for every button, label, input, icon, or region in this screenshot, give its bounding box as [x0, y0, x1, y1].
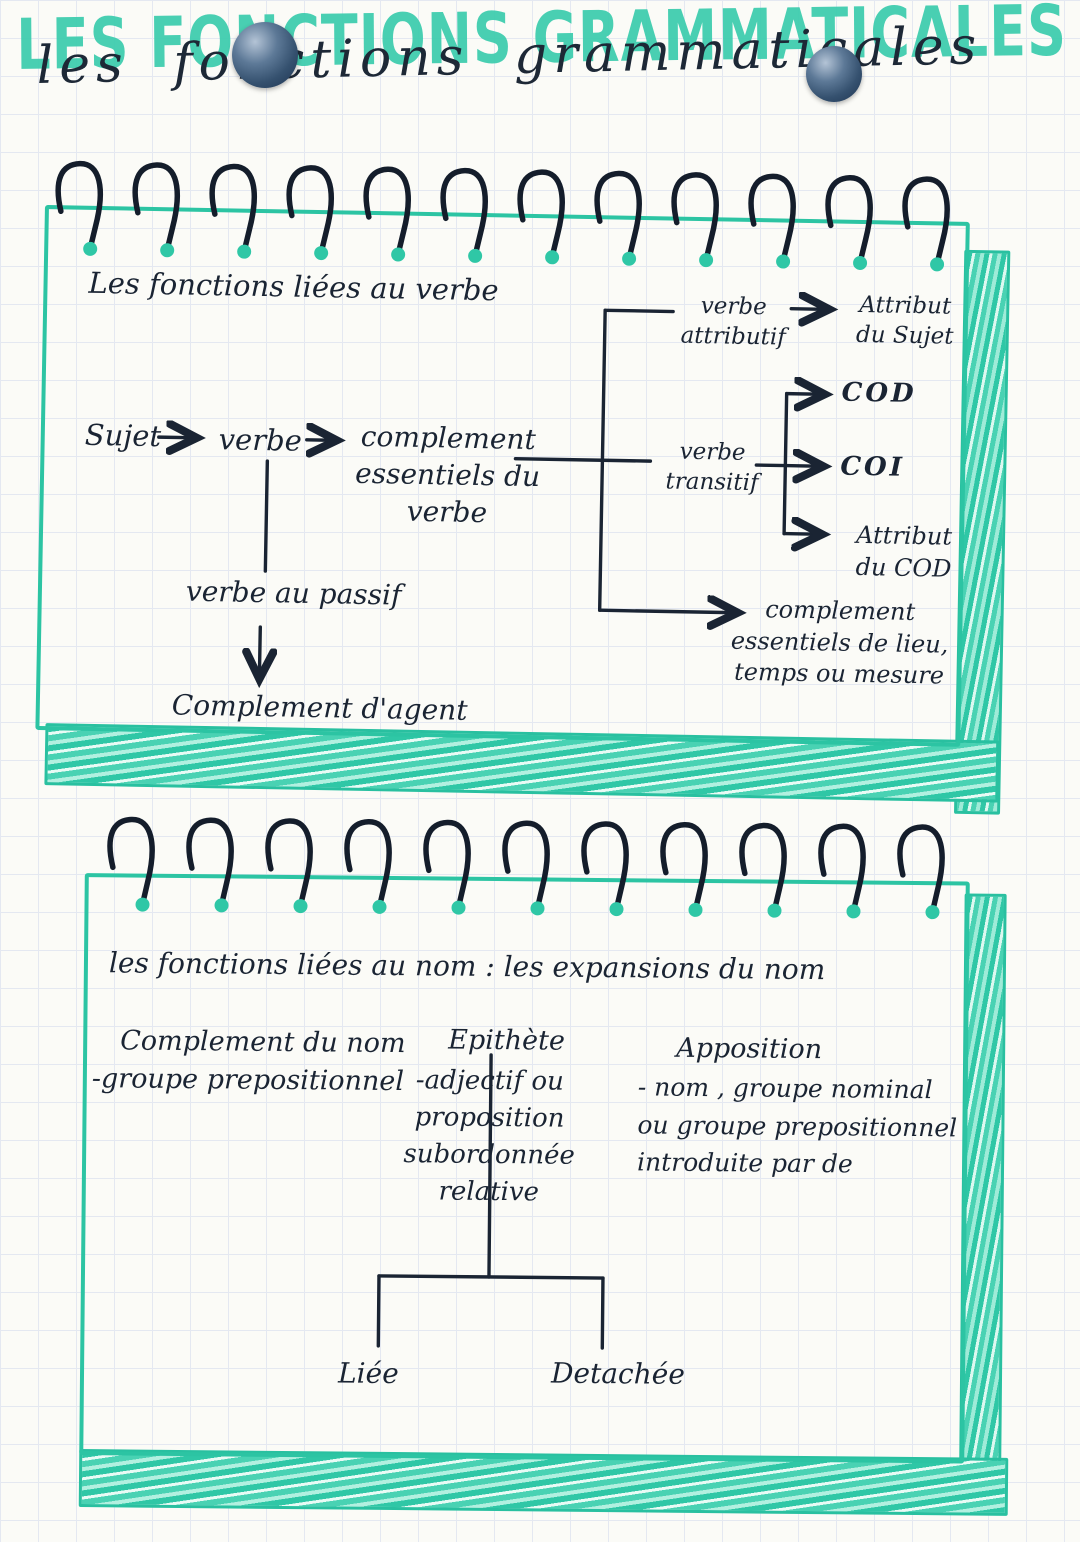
arrow-complement-lieu — [597, 610, 738, 613]
arrow-coi — [783, 466, 823, 467]
arrow-attribut-cod — [782, 534, 822, 535]
arrow-verbe-complement — [305, 440, 337, 441]
line-to-transitif — [600, 458, 653, 463]
label-attribut-du-cod: Attribut du COD — [855, 520, 953, 583]
nom-diagram-lines — [376, 1053, 605, 1350]
label-verbe-au-passif: verbe au passif — [185, 574, 402, 612]
label-verbe: verbe — [218, 422, 303, 458]
label-verbe-transitif: verbe transitif — [665, 438, 759, 497]
label-apposition-detail: - nom , groupe nominal ou groupe preposi… — [636, 1072, 958, 1179]
branch-bar — [377, 1274, 605, 1280]
board-verbe: Les fonctions liées au verbe Sujet verbe… — [34, 205, 1015, 823]
arrow-sujet-verbe — [157, 437, 197, 438]
line-to-attributif — [603, 308, 675, 314]
board-nom: les fonctions liées au nom : les expansi… — [73, 855, 1014, 1542]
label-epithete: Epithète — [448, 1024, 566, 1057]
label-complement-du-nom: Complement du nom — [120, 1025, 406, 1060]
label-groupe-prepositionnel: -groupe prepositionnel — [91, 1063, 405, 1098]
line-to-bracket — [513, 456, 605, 462]
arrow-cod — [784, 394, 825, 395]
label-complement-agent: Complement d'agent — [171, 688, 468, 727]
line-verbe-passif — [263, 459, 270, 573]
inner-bracket-vertical — [782, 391, 789, 536]
verbe-diagram-lines — [157, 205, 1015, 823]
pin-icon — [806, 46, 862, 102]
label-sujet: Sujet — [84, 417, 162, 454]
branch-left-drop — [376, 1274, 381, 1348]
arrow-passif-agent — [259, 625, 260, 679]
arrow-attributif-attribut — [789, 309, 829, 310]
pin-icon — [232, 22, 298, 88]
label-complement-essentiel: complement essentiels du verbe — [354, 419, 541, 530]
label-epithete-detail: -adjectif ou proposition subordonnée rel… — [403, 1065, 575, 1208]
label-complement-lieu: complement essentiels de lieu, temps ou … — [730, 595, 949, 690]
line-transitif-bracket — [754, 463, 788, 468]
label-detachee: Detachée — [550, 1356, 686, 1391]
label-liee: Liée — [337, 1356, 399, 1391]
label-attribut-du-sujet: Attribut du Sujet — [855, 291, 954, 351]
label-verbe-attributif: verbe attributif — [680, 293, 787, 351]
label-coi: COI — [840, 451, 906, 483]
branch-right-drop — [600, 1276, 605, 1350]
epithete-trunk — [487, 1053, 493, 1279]
board-verbe-heading: Les fonctions liées au verbe — [88, 265, 499, 308]
label-apposition: Apposition — [676, 1032, 823, 1066]
label-cod: COD — [841, 377, 917, 410]
